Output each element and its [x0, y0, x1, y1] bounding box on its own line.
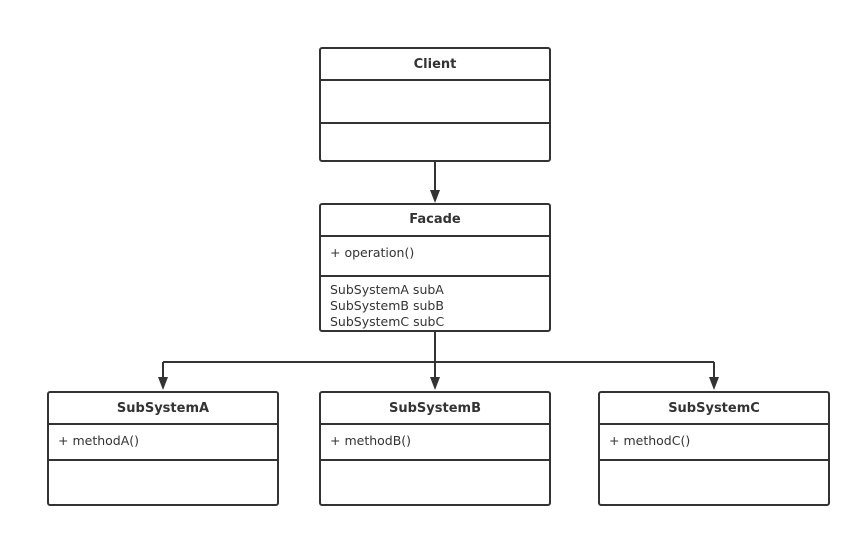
facade-operation: + operation()	[330, 244, 415, 260]
facade-attributes-compartment: SubSystemA subA SubSystemB subB SubSyste…	[321, 275, 549, 330]
subsystem-a-class-name: SubSystemA	[116, 400, 210, 416]
facade-operations-compartment: + operation()	[321, 234, 549, 275]
subsystem-c-class[interactable]: SubSystemC + methodC()	[598, 391, 830, 506]
facade-attribute-suba: SubSystemA subA	[330, 282, 444, 297]
subsystem-c-class-name: SubSystemC	[668, 400, 760, 416]
arrowhead-subsystem-b	[430, 377, 440, 390]
subsystem-b-class[interactable]: SubSystemB + methodB()	[319, 391, 551, 506]
facade-attribute-subc: SubSystemC subC	[330, 314, 445, 329]
subsystem-b-operation: + methodB()	[330, 433, 412, 448]
client-operations-compartment	[321, 79, 549, 122]
client-class[interactable]: Client	[319, 47, 551, 162]
facade-class[interactable]: Facade + operation() SubSystemA subA Sub…	[319, 203, 551, 332]
arrowhead-subsystem-a	[158, 377, 168, 390]
subsystem-a-operation: + methodA()	[58, 433, 140, 448]
arrowhead-facade	[430, 190, 440, 203]
subsystem-b-operations-compartment: + methodB()	[321, 423, 549, 459]
facade-class-name: Facade	[409, 212, 461, 228]
subsystem-c-operations-compartment: + methodC()	[600, 423, 828, 459]
subsystem-b-class-name: SubSystemB	[389, 400, 481, 416]
arrowhead-subsystem-c	[709, 377, 719, 390]
subsystem-a-attributes-compartment	[49, 459, 277, 504]
facade-attribute-subb: SubSystemB subB	[330, 298, 444, 313]
client-attributes-compartment	[321, 122, 549, 160]
subsystem-c-attributes-compartment	[600, 459, 828, 504]
subsystem-b-attributes-compartment	[321, 459, 549, 504]
client-class-name: Client	[413, 56, 457, 72]
subsystem-c-operation: + methodC()	[609, 433, 691, 448]
subsystem-a-class[interactable]: SubSystemA + methodA()	[47, 391, 279, 506]
subsystem-a-operations-compartment: + methodA()	[49, 423, 277, 459]
